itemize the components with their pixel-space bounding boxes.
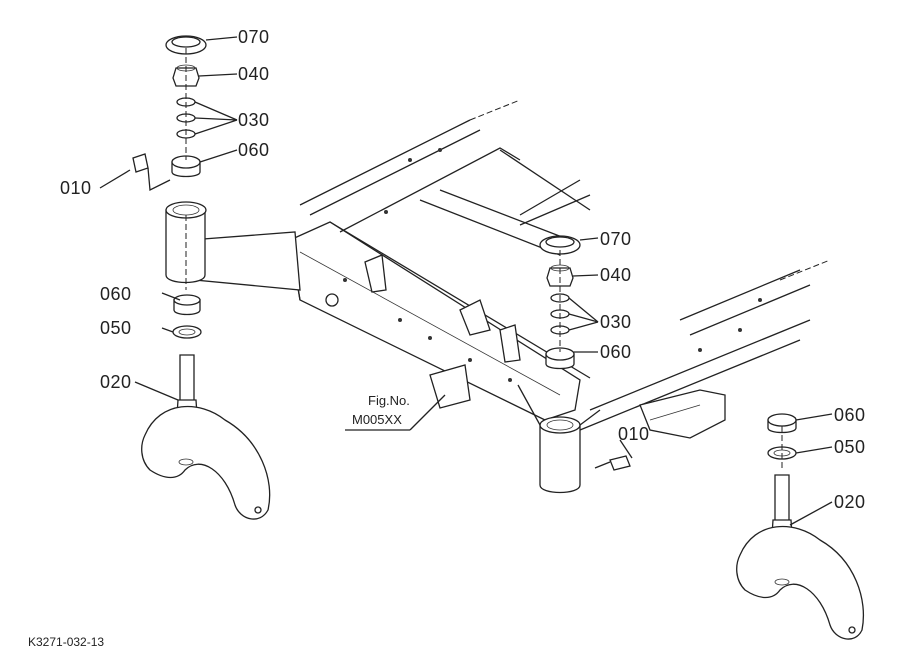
callout-050-left: 050	[100, 318, 132, 338]
left-part-stack	[99, 35, 271, 520]
callout-010-right: 010	[618, 424, 650, 444]
callout-070-left: 070	[238, 27, 270, 47]
fig-no-label: Fig.No.	[368, 393, 410, 408]
callout-060-left-bottom: 060	[100, 284, 132, 304]
callout-020-left: 020	[100, 372, 132, 392]
callout-030-right: 030	[600, 312, 632, 332]
callout-040-right: 040	[600, 265, 632, 285]
diagram-code: K3271-032-13	[28, 635, 104, 649]
figure-reference	[345, 394, 446, 431]
callout-030-left: 030	[238, 110, 270, 130]
callout-060-far-right: 060	[834, 405, 866, 425]
callout-060-left-top: 060	[238, 140, 270, 160]
callout-050-far-right: 050	[834, 437, 866, 457]
right-caster-housing	[517, 384, 601, 494]
callout-020-far-right: 020	[834, 492, 866, 512]
right-part-stack	[539, 235, 633, 471]
callout-060-right: 060	[600, 342, 632, 362]
callout-labels: 070 040 030 060 010 060 050 020 070 040 …	[28, 27, 866, 649]
callout-070-right: 070	[600, 229, 632, 249]
fig-code-label: M005XX	[352, 412, 402, 427]
callout-040-left: 040	[238, 64, 270, 84]
right-fork-stack	[736, 413, 865, 640]
chassis-frame	[289, 99, 831, 439]
callout-010-left: 010	[60, 178, 92, 198]
